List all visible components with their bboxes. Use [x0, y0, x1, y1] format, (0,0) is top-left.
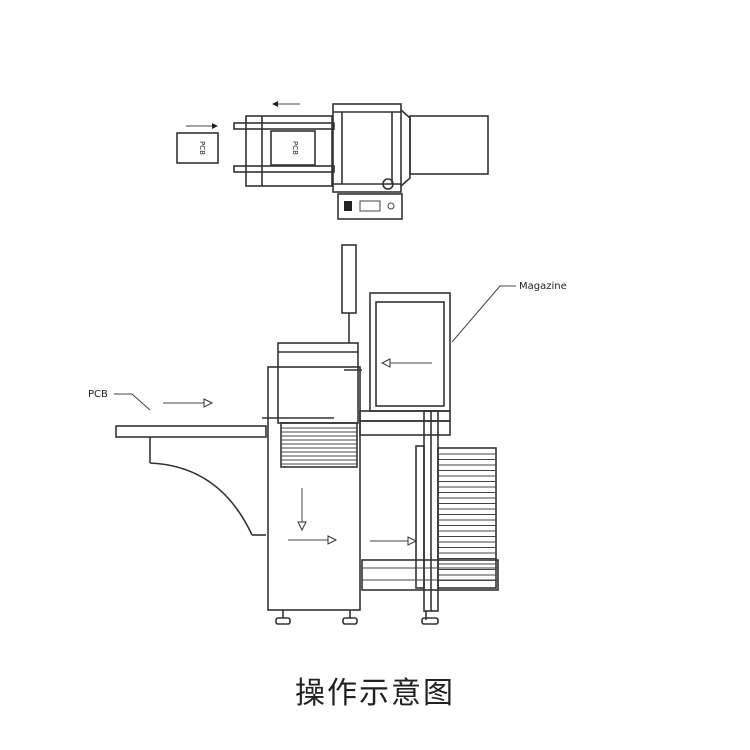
inner-rack: [280, 422, 358, 468]
loader-body-top: [332, 103, 402, 193]
magazine-top: [409, 115, 489, 175]
cabinet-feet: [275, 610, 358, 625]
power-switch-icon: [344, 201, 352, 211]
display-screen: [359, 200, 381, 212]
pcb-incoming: [176, 132, 219, 164]
pcb-on-conveyor-label: PCB: [291, 141, 299, 155]
magazine-label: Magazine: [519, 281, 567, 292]
arrow-pcb-incoming: [163, 398, 214, 408]
pcb-label: PCB: [88, 389, 108, 400]
lower-rack-side: [415, 445, 425, 589]
column-foot: [421, 617, 439, 625]
conveyor-rail-bottom: [233, 165, 335, 173]
conveyor-rail-top: [233, 122, 335, 130]
transfer-plate: [359, 410, 451, 422]
pcb-leader: [114, 393, 151, 411]
loader-cabinet: [267, 366, 361, 611]
diagram-caption: 操作示意图: [295, 676, 455, 711]
magazine-leader: [451, 285, 516, 343]
lift-cylinder: [341, 244, 357, 314]
arrow-magazine-in: [380, 358, 432, 368]
arrow-top-conveyor: [272, 101, 300, 107]
top-view: PCB PCB: [176, 101, 489, 220]
arrow-bottom-out: [370, 536, 418, 546]
arrow-top-incoming: [186, 123, 218, 129]
arrow-down: [297, 488, 307, 532]
pcb-on-conveyor: [270, 130, 316, 166]
pcb-incoming-label: PCB: [198, 141, 206, 155]
lift-frame: [277, 342, 359, 424]
button-icon: [387, 202, 395, 210]
side-view: PCB: [88, 244, 567, 625]
magazine-upper: [369, 292, 451, 412]
bottom-conveyor: [361, 559, 499, 591]
arrow-cabinet-out: [288, 535, 338, 545]
magazine-lower: [437, 447, 497, 589]
knob-icon: [382, 178, 394, 190]
inlet-conveyor: [115, 425, 267, 536]
control-panel: [337, 193, 403, 220]
conveyor-frame: [245, 115, 333, 187]
